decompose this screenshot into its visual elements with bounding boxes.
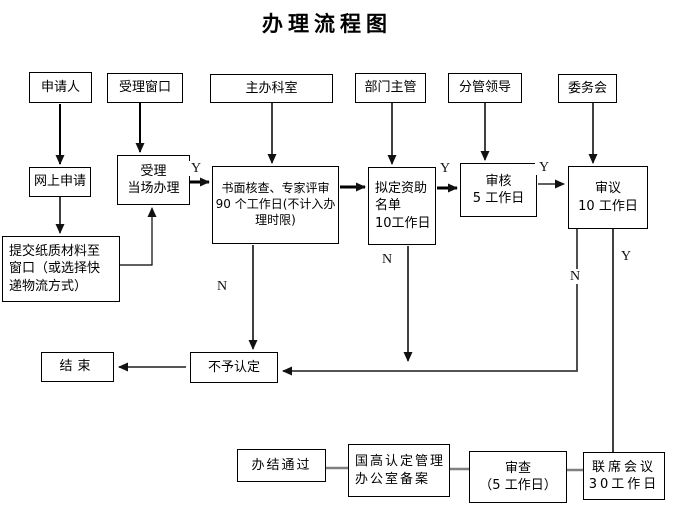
flowchart-title: 办理流程图 bbox=[262, 12, 392, 36]
node-label: 审核 5 工作日 bbox=[472, 173, 525, 206]
node-applicant: 申请人 bbox=[29, 72, 92, 103]
node-label: 不予认定 bbox=[207, 359, 260, 375]
node-not-approved: 不予认定 bbox=[190, 352, 278, 383]
node-label: 提交纸质材料至 窗口（或选择快 递物流方式） bbox=[9, 244, 101, 294]
node-joint-meeting: 联席会议 30工作日 bbox=[583, 452, 665, 500]
node-label: 受理 当场办理 bbox=[127, 163, 180, 196]
node-label: 主办科室 bbox=[245, 80, 298, 96]
decision-label-y: Y bbox=[436, 161, 455, 177]
decision-label-y: Y bbox=[535, 160, 554, 176]
node-deliberation: 审议 10 工作日 bbox=[568, 166, 648, 229]
node-label: 结束 bbox=[59, 359, 96, 375]
node-label: 办结通过 bbox=[251, 457, 312, 473]
node-leader-in-charge: 分管领导 bbox=[448, 73, 522, 103]
node-label: 审查 （5 工作日） bbox=[479, 460, 557, 493]
node-end: 结束 bbox=[41, 352, 114, 382]
node-main-office: 主办科室 bbox=[210, 74, 333, 103]
node-written-review: 书面核查、专家评审 90 个工作日(不计入办 理时限) bbox=[212, 166, 339, 244]
node-filing-office: 国高认定管理 办公室备案 bbox=[348, 444, 450, 497]
edge-deliberation-to-not-approved bbox=[282, 229, 578, 376]
node-funding-list: 拟定资助 名单 10工作日 bbox=[368, 167, 436, 245]
decision-label-y: Y bbox=[617, 249, 636, 265]
node-label: 审议 10 工作日 bbox=[578, 181, 638, 214]
node-label: 联席会议 30工作日 bbox=[588, 459, 660, 492]
node-audit: 审核 5 工作日 bbox=[460, 163, 537, 217]
edge-submit-materials-to-onsite-acceptance bbox=[120, 207, 157, 266]
node-label: 部门主管 bbox=[364, 80, 417, 96]
node-committee: 委务会 bbox=[558, 74, 617, 103]
node-label: 网上申请 bbox=[33, 174, 86, 190]
node-onsite-acceptance: 受理 当场办理 bbox=[117, 155, 190, 205]
node-label: 受理窗口 bbox=[118, 80, 171, 96]
decision-label-n: N bbox=[566, 269, 585, 285]
node-department-head: 部门主管 bbox=[355, 73, 426, 103]
node-label: 拟定资助 名单 10工作日 bbox=[375, 181, 431, 231]
node-online-application: 网上申请 bbox=[29, 167, 91, 197]
node-acceptance-window: 受理窗口 bbox=[107, 73, 183, 103]
node-label: 委务会 bbox=[567, 80, 607, 96]
node-submit-materials: 提交纸质材料至 窗口（或选择快 递物流方式） bbox=[2, 236, 120, 302]
decision-label-y: Y bbox=[187, 161, 206, 177]
node-label: 分管领导 bbox=[458, 80, 511, 96]
node-label: 书面核查、专家评审 90 个工作日(不计入办 理时限) bbox=[215, 181, 336, 227]
node-pass-completed: 办结通过 bbox=[237, 449, 326, 482]
node-label: 国高认定管理 办公室备案 bbox=[355, 454, 446, 487]
decision-label-n: N bbox=[213, 279, 232, 295]
decision-label-n: N bbox=[378, 252, 397, 268]
node-label: 申请人 bbox=[40, 79, 80, 95]
node-review-check: 审查 （5 工作日） bbox=[469, 451, 567, 503]
